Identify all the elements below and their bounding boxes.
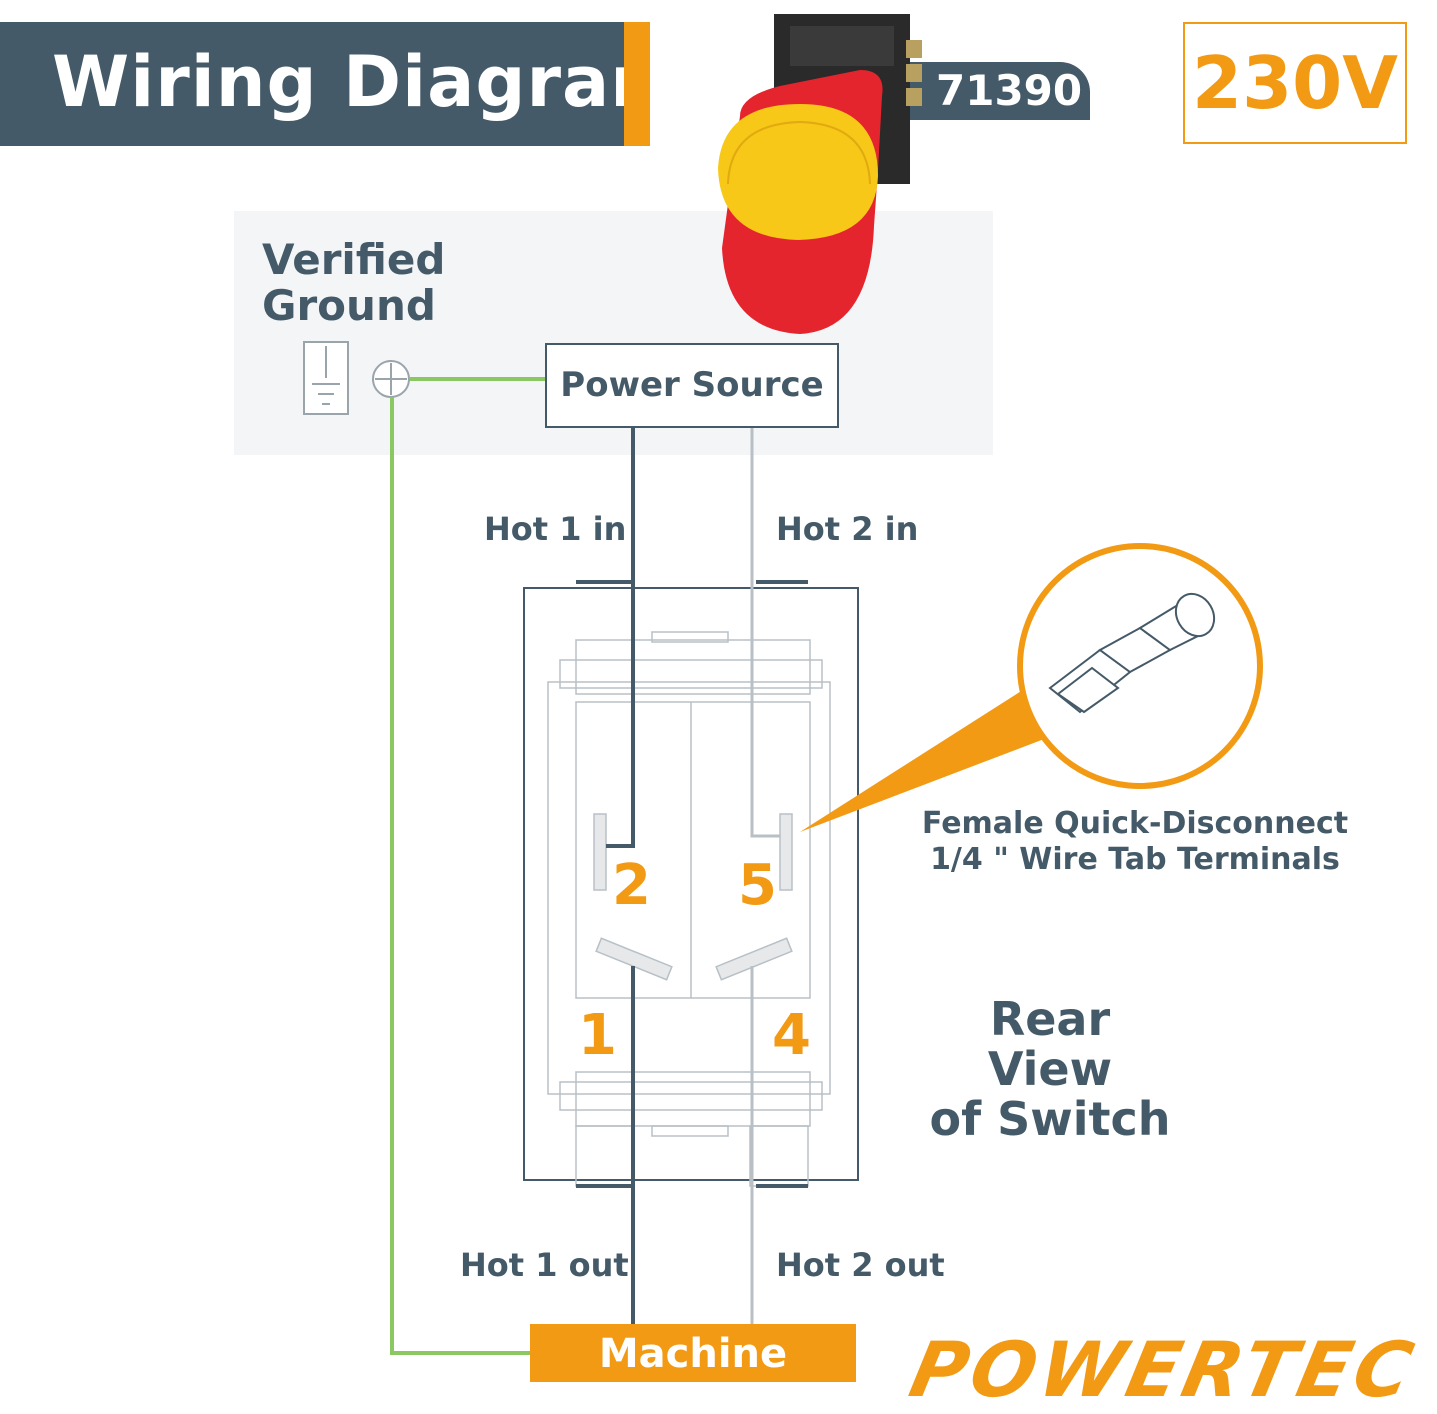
power-source-box: Power Source bbox=[545, 343, 839, 428]
hot2-in-label: Hot 2 in bbox=[776, 510, 919, 548]
callout-line-2: 1/4 " Wire Tab Terminals bbox=[930, 842, 1340, 877]
brand-logo: POWERTEC bbox=[902, 1325, 1425, 1414]
terminal-5-number: 5 bbox=[738, 853, 777, 918]
title-banner: Wiring Diagram bbox=[0, 22, 683, 146]
terminal-2-number: 2 bbox=[612, 853, 651, 918]
hot1-out-label: Hot 1 out bbox=[460, 1246, 629, 1284]
hot2-out-label: Hot 2 out bbox=[776, 1246, 945, 1284]
ground-label-line1: Verified bbox=[262, 235, 446, 284]
ground-label-line2: Ground bbox=[262, 281, 436, 330]
switch-body bbox=[523, 580, 859, 1188]
terminal-callout-circle bbox=[1017, 543, 1263, 789]
rear-view-line-2: of Switch bbox=[929, 1092, 1171, 1146]
hot1-in-wire bbox=[606, 428, 635, 848]
voltage-label: 230V bbox=[1191, 41, 1398, 125]
callout-pointer bbox=[800, 688, 1052, 832]
rear-view-caption: Rear View of Switch bbox=[920, 994, 1180, 1144]
terminal-1-number: 1 bbox=[578, 1003, 617, 1068]
voltage-box: 230V bbox=[1183, 22, 1407, 144]
outlet-icon bbox=[303, 341, 349, 415]
model-number: 71390 bbox=[936, 66, 1083, 115]
switch-product-image bbox=[718, 14, 922, 334]
hot1-in-label: Hot 1 in bbox=[484, 510, 627, 548]
rear-view-line-1: Rear View bbox=[987, 992, 1113, 1096]
machine-box: Machine bbox=[530, 1324, 856, 1382]
title-accent bbox=[624, 22, 650, 146]
terminal-callout-text: Female Quick-Disconnect 1/4 " Wire Tab T… bbox=[920, 806, 1350, 878]
page-title: Wiring Diagram bbox=[52, 41, 685, 123]
model-badge: 71390 bbox=[900, 62, 1090, 120]
callout-line-1: Female Quick-Disconnect bbox=[921, 806, 1349, 841]
ground-wire-to-machine bbox=[390, 397, 530, 1355]
machine-label: Machine bbox=[598, 1331, 788, 1377]
power-source-label: Power Source bbox=[560, 365, 824, 405]
ground-screw-icon bbox=[372, 360, 410, 398]
terminal-tabs bbox=[593, 813, 793, 981]
quick-disconnect-icon bbox=[1048, 592, 1216, 714]
terminal-4-number: 4 bbox=[772, 1003, 811, 1068]
hot2-in-wire bbox=[750, 428, 780, 838]
